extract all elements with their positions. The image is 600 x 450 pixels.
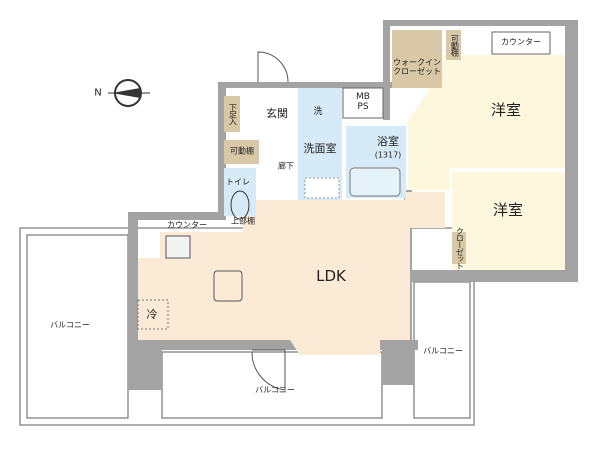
walk-in-closet-floor (392, 30, 442, 88)
walk-in-closet-label: ウォークイン クローゼット (393, 58, 441, 76)
balcony-right-label: バルコニー (423, 346, 463, 356)
shelf-floor (224, 140, 259, 164)
washer-label: 洗 (313, 107, 323, 118)
fridge-label: 冷 (146, 307, 158, 321)
kitchen-sink (213, 270, 243, 302)
bathroom-label: 浴室 (377, 134, 399, 148)
fridge-space (137, 299, 169, 330)
mbps-box (342, 87, 384, 119)
compass-label: N (94, 87, 102, 99)
movable-shelf-small-label: 可動棚 (450, 34, 460, 56)
balcony-bottom-label: バルコニー (255, 385, 295, 395)
shoe-box-floor (224, 96, 240, 132)
closet-label: クローゼット (455, 227, 465, 269)
washroom-label: 洗面室 (303, 141, 337, 155)
washbasin (304, 177, 340, 199)
western-room-2-label: 洋室 (492, 200, 524, 219)
bathtub (349, 167, 401, 197)
counter-box (491, 31, 551, 55)
movable-shelf-label: 可動棚 (230, 146, 254, 156)
western-room-2-floor (452, 172, 565, 270)
bedroom-counter-label: カウンター (501, 37, 541, 47)
western-room-1-floor (408, 55, 565, 190)
western-room-1-label: 洋室 (490, 100, 522, 119)
entrance-label: 玄関 (266, 106, 288, 120)
north-arrow-icon (108, 79, 150, 107)
toilet-floor (224, 168, 256, 216)
upper-shelf-label: 上部棚 (231, 216, 255, 226)
shoe-box-label: 下足入 (228, 103, 238, 125)
kitchen-counter-label: カウンター (167, 220, 207, 230)
toilet-label: トイレ (226, 177, 250, 187)
movable-shelf-floor (446, 30, 461, 60)
ldk-label: LDK (316, 266, 346, 285)
walls (128, 20, 578, 390)
stove (165, 235, 191, 259)
bathroom-size: (1317) (374, 150, 402, 160)
balcony-left-label: バルコニー (50, 320, 90, 330)
mbps-label: MB PS (356, 92, 370, 112)
balcony-door (251, 349, 286, 391)
entrance-door (257, 51, 289, 83)
closet-floor (452, 232, 466, 264)
hallway-label: 廊下 (278, 161, 294, 171)
toilet-bowl (230, 190, 250, 220)
